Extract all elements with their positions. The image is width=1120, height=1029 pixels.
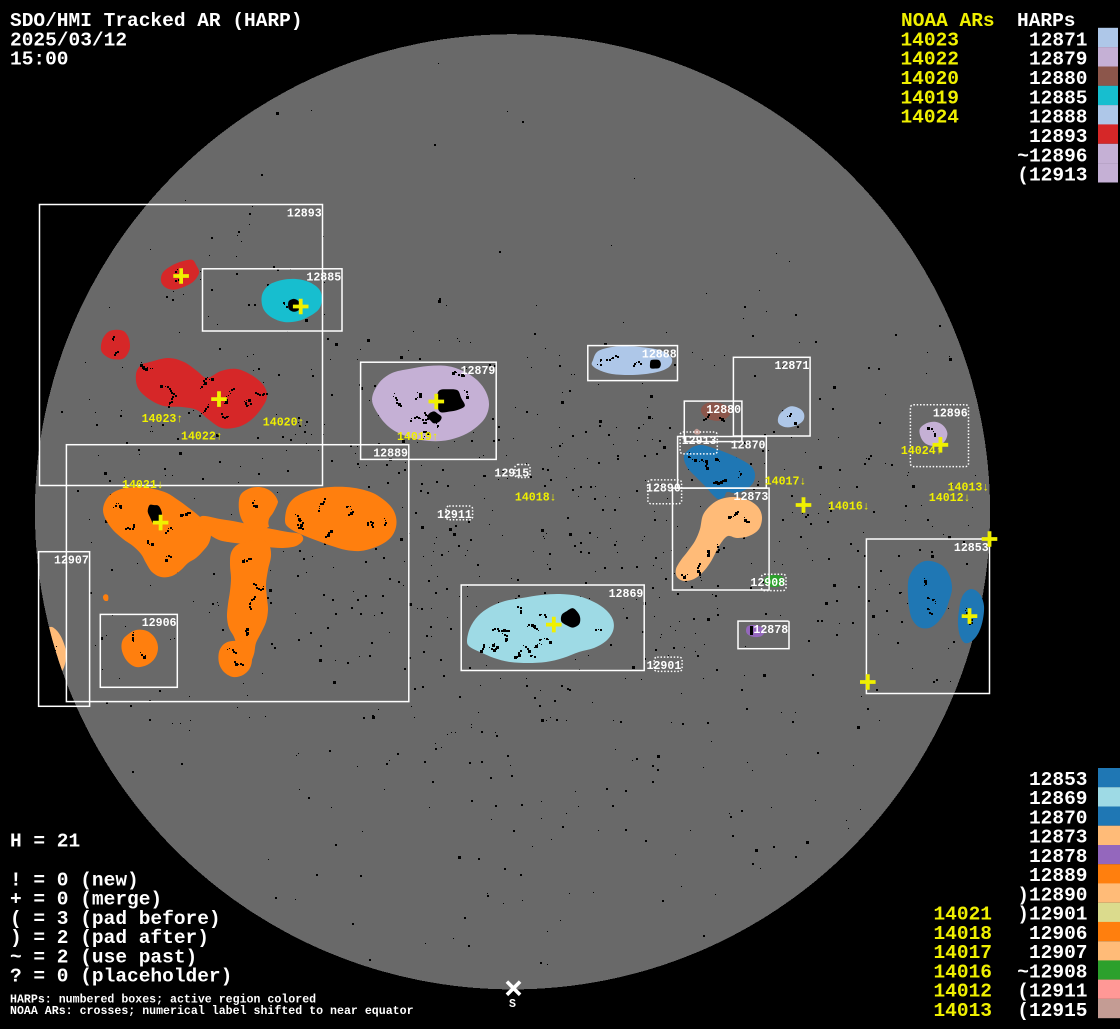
svg-text:12890: 12890 bbox=[646, 483, 681, 496]
svg-text:14016: 14016 bbox=[933, 961, 992, 983]
svg-text:12893: 12893 bbox=[1029, 126, 1088, 148]
svg-text:2025/03/12: 2025/03/12 bbox=[10, 29, 127, 51]
svg-text:12896: 12896 bbox=[933, 408, 968, 421]
svg-text:12880: 12880 bbox=[1029, 68, 1088, 90]
svg-text:14022↑: 14022↑ bbox=[181, 430, 223, 443]
svg-text:14013↓: 14013↓ bbox=[948, 481, 990, 494]
svg-text:14024: 14024 bbox=[900, 107, 959, 129]
svg-text:~ = 2 (use past): ~ = 2 (use past) bbox=[10, 946, 197, 968]
svg-text:12907: 12907 bbox=[1029, 942, 1088, 964]
svg-text:14020↑: 14020↑ bbox=[263, 417, 305, 430]
svg-text:12908: 12908 bbox=[750, 577, 785, 590]
svg-text:14023↑: 14023↑ bbox=[142, 413, 184, 426]
svg-text:~12908: ~12908 bbox=[1017, 961, 1087, 983]
svg-text:12869: 12869 bbox=[609, 588, 644, 601]
svg-text:12888: 12888 bbox=[642, 348, 677, 361]
svg-text:14017↓: 14017↓ bbox=[765, 475, 807, 488]
svg-text:14019: 14019 bbox=[900, 87, 959, 109]
svg-text:SDO/HMI Tracked AR (HARP): SDO/HMI Tracked AR (HARP) bbox=[10, 10, 303, 32]
svg-text:14017: 14017 bbox=[933, 942, 992, 964]
svg-text:12911: 12911 bbox=[437, 509, 472, 522]
svg-text:14021: 14021 bbox=[933, 904, 992, 926]
svg-text:14022: 14022 bbox=[900, 49, 959, 71]
svg-text:~12896: ~12896 bbox=[1017, 145, 1087, 167]
svg-text:12888: 12888 bbox=[1029, 107, 1088, 129]
svg-text:12879: 12879 bbox=[1029, 49, 1088, 71]
svg-text:12871: 12871 bbox=[1029, 29, 1088, 51]
svg-text:14012↓: 14012↓ bbox=[929, 492, 971, 505]
svg-text:) = 2 (pad after): ) = 2 (pad after) bbox=[10, 927, 209, 949]
svg-text:12913: 12913 bbox=[682, 435, 717, 448]
svg-text:12906: 12906 bbox=[142, 617, 177, 630]
svg-text:12873: 12873 bbox=[734, 491, 769, 504]
svg-text:14016↓: 14016↓ bbox=[828, 501, 870, 514]
svg-text:14021↓: 14021↓ bbox=[122, 479, 164, 492]
svg-text:14019↑: 14019↑ bbox=[397, 431, 439, 444]
svg-text:(12911: (12911 bbox=[1017, 981, 1087, 1003]
svg-text:12880: 12880 bbox=[706, 404, 741, 417]
svg-text:HARPs: HARPs bbox=[1017, 10, 1076, 32]
svg-text:14012: 14012 bbox=[933, 981, 992, 1003]
svg-text:)12890: )12890 bbox=[1017, 884, 1087, 906]
svg-text:12885: 12885 bbox=[306, 272, 341, 285]
svg-text:12889: 12889 bbox=[1029, 865, 1088, 887]
svg-text:12873: 12873 bbox=[1029, 827, 1088, 849]
svg-text:14018↓: 14018↓ bbox=[515, 491, 557, 504]
svg-text:14013: 14013 bbox=[933, 1000, 992, 1022]
svg-text:NOAA ARs: crosses; numerical l: NOAA ARs: crosses; numerical label shift… bbox=[10, 1005, 414, 1018]
svg-text:! = 0 (new): ! = 0 (new) bbox=[10, 869, 139, 891]
svg-text:12853: 12853 bbox=[1029, 769, 1088, 791]
svg-text:H = 21: H = 21 bbox=[10, 831, 80, 853]
svg-text:( = 3 (pad before): ( = 3 (pad before) bbox=[10, 908, 221, 930]
svg-text:(12913: (12913 bbox=[1017, 165, 1087, 187]
svg-text:12915: 12915 bbox=[494, 467, 529, 480]
svg-text:+ = 0 (merge): + = 0 (merge) bbox=[10, 889, 162, 911]
svg-text:S: S bbox=[509, 998, 516, 1011]
svg-text:14020: 14020 bbox=[900, 68, 959, 90]
svg-text:14024↑: 14024↑ bbox=[901, 445, 943, 458]
svg-text:? = 0 (placeholder): ? = 0 (placeholder) bbox=[10, 966, 232, 988]
svg-text:12853: 12853 bbox=[954, 542, 989, 555]
svg-text:12901: 12901 bbox=[647, 660, 682, 673]
svg-text:12870: 12870 bbox=[731, 439, 766, 452]
svg-text:15:00: 15:00 bbox=[10, 49, 69, 71]
svg-text:12869: 12869 bbox=[1029, 788, 1088, 810]
svg-text:12893: 12893 bbox=[287, 207, 322, 220]
svg-text:12878: 12878 bbox=[1029, 846, 1088, 868]
svg-text:)12901: )12901 bbox=[1017, 904, 1087, 926]
svg-text:12906: 12906 bbox=[1029, 923, 1088, 945]
svg-text:12871: 12871 bbox=[775, 360, 810, 373]
svg-text:14023: 14023 bbox=[900, 29, 959, 51]
svg-text:12879: 12879 bbox=[461, 365, 496, 378]
svg-text:(12915: (12915 bbox=[1017, 1000, 1087, 1022]
svg-text:HARPs: numbered boxes; active: HARPs: numbered boxes; active region col… bbox=[10, 994, 316, 1007]
svg-text:12885: 12885 bbox=[1029, 87, 1088, 109]
svg-text:14018: 14018 bbox=[933, 923, 992, 945]
svg-text:12907: 12907 bbox=[54, 555, 89, 568]
svg-text:12878: 12878 bbox=[753, 624, 788, 637]
svg-text:12889: 12889 bbox=[373, 448, 408, 461]
svg-text:12870: 12870 bbox=[1029, 808, 1088, 830]
svg-text:NOAA ARs: NOAA ARs bbox=[901, 10, 995, 32]
